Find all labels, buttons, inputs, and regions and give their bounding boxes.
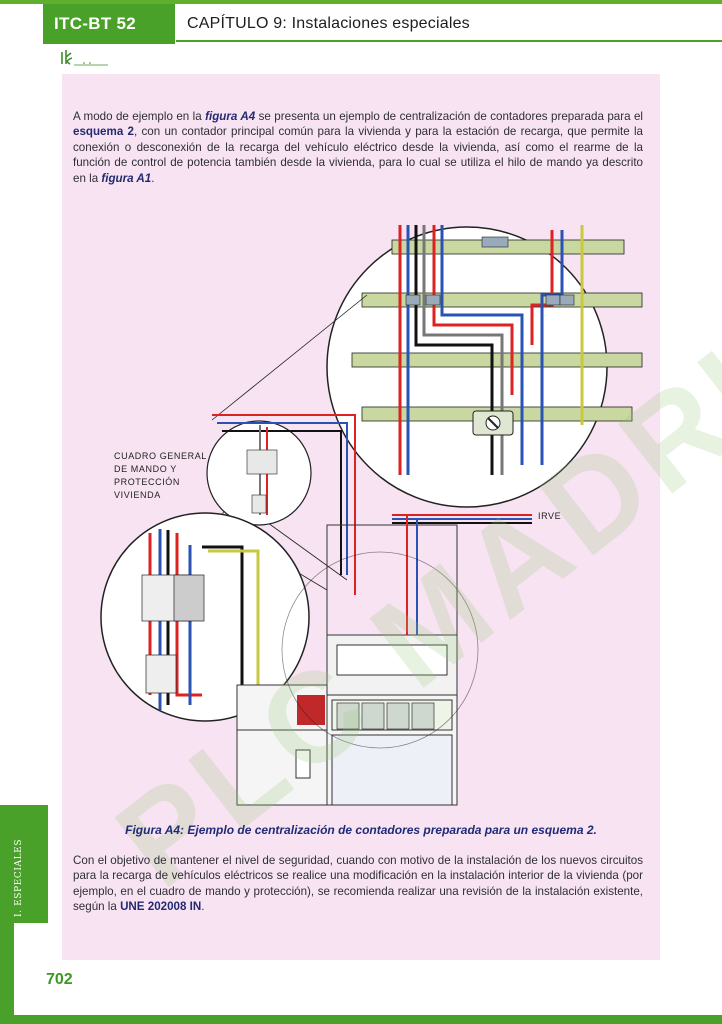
- intro-text-1: A modo de ejemplo en la: [73, 110, 206, 123]
- intro-text-4: .: [151, 171, 155, 185]
- content-panel: [62, 74, 660, 960]
- figure-a1-reference: figura A1: [101, 171, 152, 185]
- cgmp-label-line-1: CUADRO GENERAL: [114, 451, 207, 461]
- bottom-rule: [0, 1015, 722, 1024]
- closing-text-2: .: [201, 900, 205, 914]
- intro-paragraph: A modo de ejemplo en la figura A4 se pre…: [73, 109, 643, 186]
- side-rule: [0, 923, 14, 1018]
- chapter-title: CAPÍTULO 9: Instalaciones especiales: [187, 15, 470, 32]
- irve-label: IRVE: [538, 511, 561, 521]
- page-number: 702: [46, 971, 73, 988]
- closing-text-1: Con el objetivo de mantener el nivel de …: [73, 854, 643, 914]
- standard-tag: ITC-BT 52: [43, 4, 175, 44]
- section-label: I. ESPECIALES: [14, 838, 24, 917]
- figure-a4-reference: figura A4: [205, 110, 256, 123]
- intro-text-2: se presenta un ejemplo de centralización…: [255, 110, 643, 123]
- standard-label: ITC-BT 52: [54, 14, 137, 33]
- cgmp-label-line-4: VIVIENDA: [114, 490, 161, 500]
- zoom-detail-large: [326, 225, 643, 508]
- une-reference: UNE 202008 IN: [120, 900, 202, 914]
- schema-reference: esquema 2: [73, 125, 134, 139]
- intro-text-3: , con un contador principal común para l…: [73, 125, 644, 185]
- section-side-tab: I. ESPECIALES: [0, 805, 48, 923]
- publisher-logo-icon: [61, 50, 108, 66]
- chapter-underline: [176, 40, 722, 42]
- closing-paragraph: Con el objetivo de mantener el nivel de …: [73, 853, 643, 915]
- cgmp-label-line-2: DE MANDO Y: [114, 464, 177, 474]
- figure-caption: Figura A4: Ejemplo de centralización de …: [125, 823, 597, 837]
- wiring-diagram: CUADRO GENERAL DE MANDO Y PROTECCIÓN VIV…: [100, 225, 643, 806]
- top-rule: [0, 0, 722, 4]
- cgmp-label-line-3: PROTECCIÓN: [114, 477, 180, 487]
